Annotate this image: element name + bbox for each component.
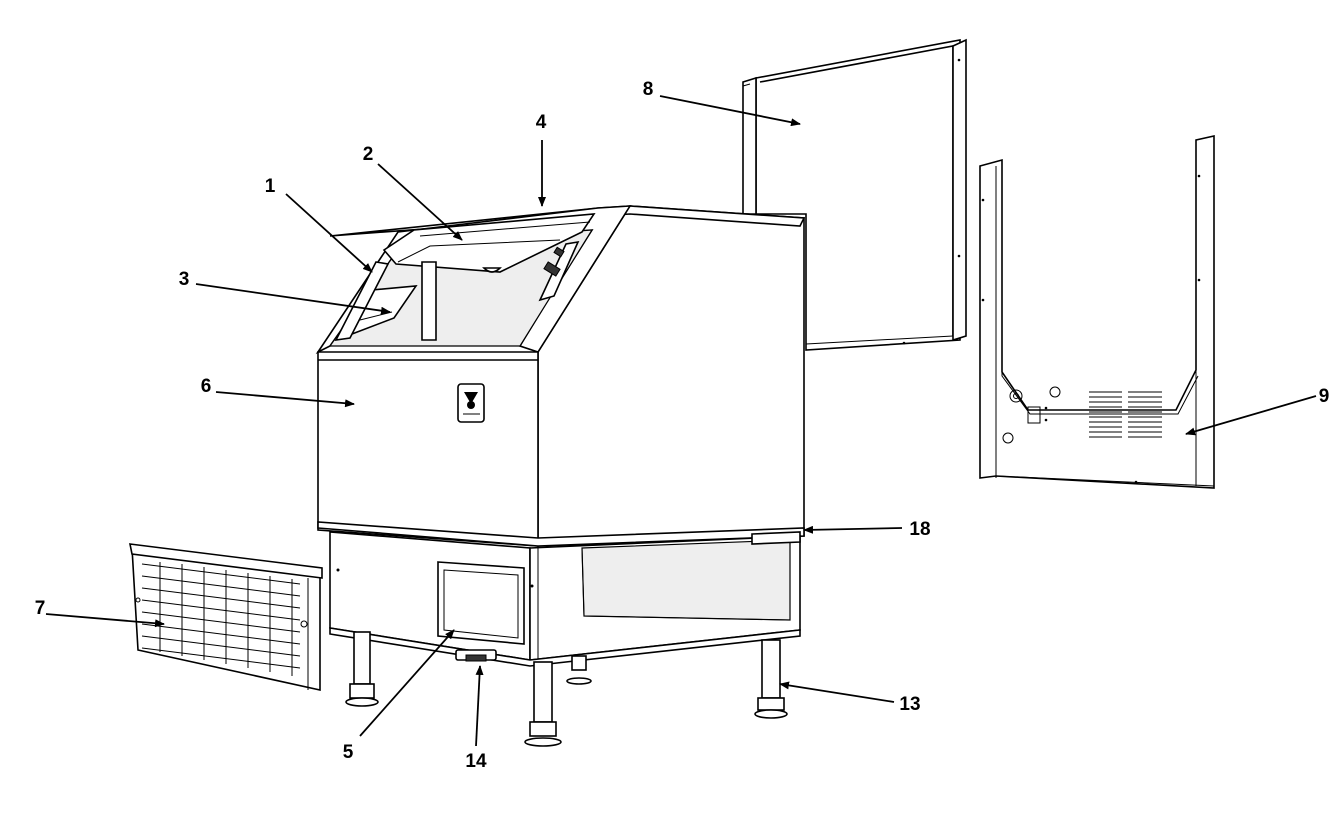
front-panel-louvers	[141, 562, 301, 676]
legs-part-13	[345, 631, 788, 747]
ice-machine-cabinet	[315, 205, 806, 547]
arrow-3	[195, 283, 391, 315]
louvers-left	[1089, 391, 1122, 438]
callout-18: 18	[909, 519, 930, 540]
callout-14: 14	[465, 751, 487, 772]
louvers-right	[1128, 391, 1162, 438]
callout-5: 5	[343, 742, 354, 763]
arrow-1	[285, 193, 373, 273]
arrow-18	[803, 525, 903, 534]
leader-arrows	[45, 95, 1317, 747]
arrow-9	[1185, 395, 1317, 436]
front-panel-part-7	[128, 543, 323, 691]
arrow-8	[659, 95, 801, 127]
callout-3: 3	[179, 269, 190, 290]
callout-8: 8	[643, 79, 654, 100]
arrow-13	[779, 681, 895, 703]
arrow-7	[45, 613, 165, 628]
back-panel-part-9	[979, 135, 1215, 489]
callout-9: 9	[1319, 386, 1330, 407]
callout-2: 2	[363, 144, 374, 165]
side-panel-part-8	[742, 38, 967, 351]
callout-6: 6	[201, 376, 212, 397]
arrow-14	[475, 665, 484, 747]
arrow-6	[215, 391, 355, 408]
callout-13: 13	[899, 694, 920, 715]
callout-4: 4	[536, 112, 547, 133]
callout-7: 7	[35, 598, 46, 619]
callout-labels: 1 2 3 4 5 6 7 8 9 13 14 18	[35, 79, 1330, 772]
base-stand	[329, 531, 801, 667]
arrow-2	[377, 163, 463, 241]
callout-1: 1	[265, 176, 276, 197]
arrow-5	[359, 629, 455, 737]
